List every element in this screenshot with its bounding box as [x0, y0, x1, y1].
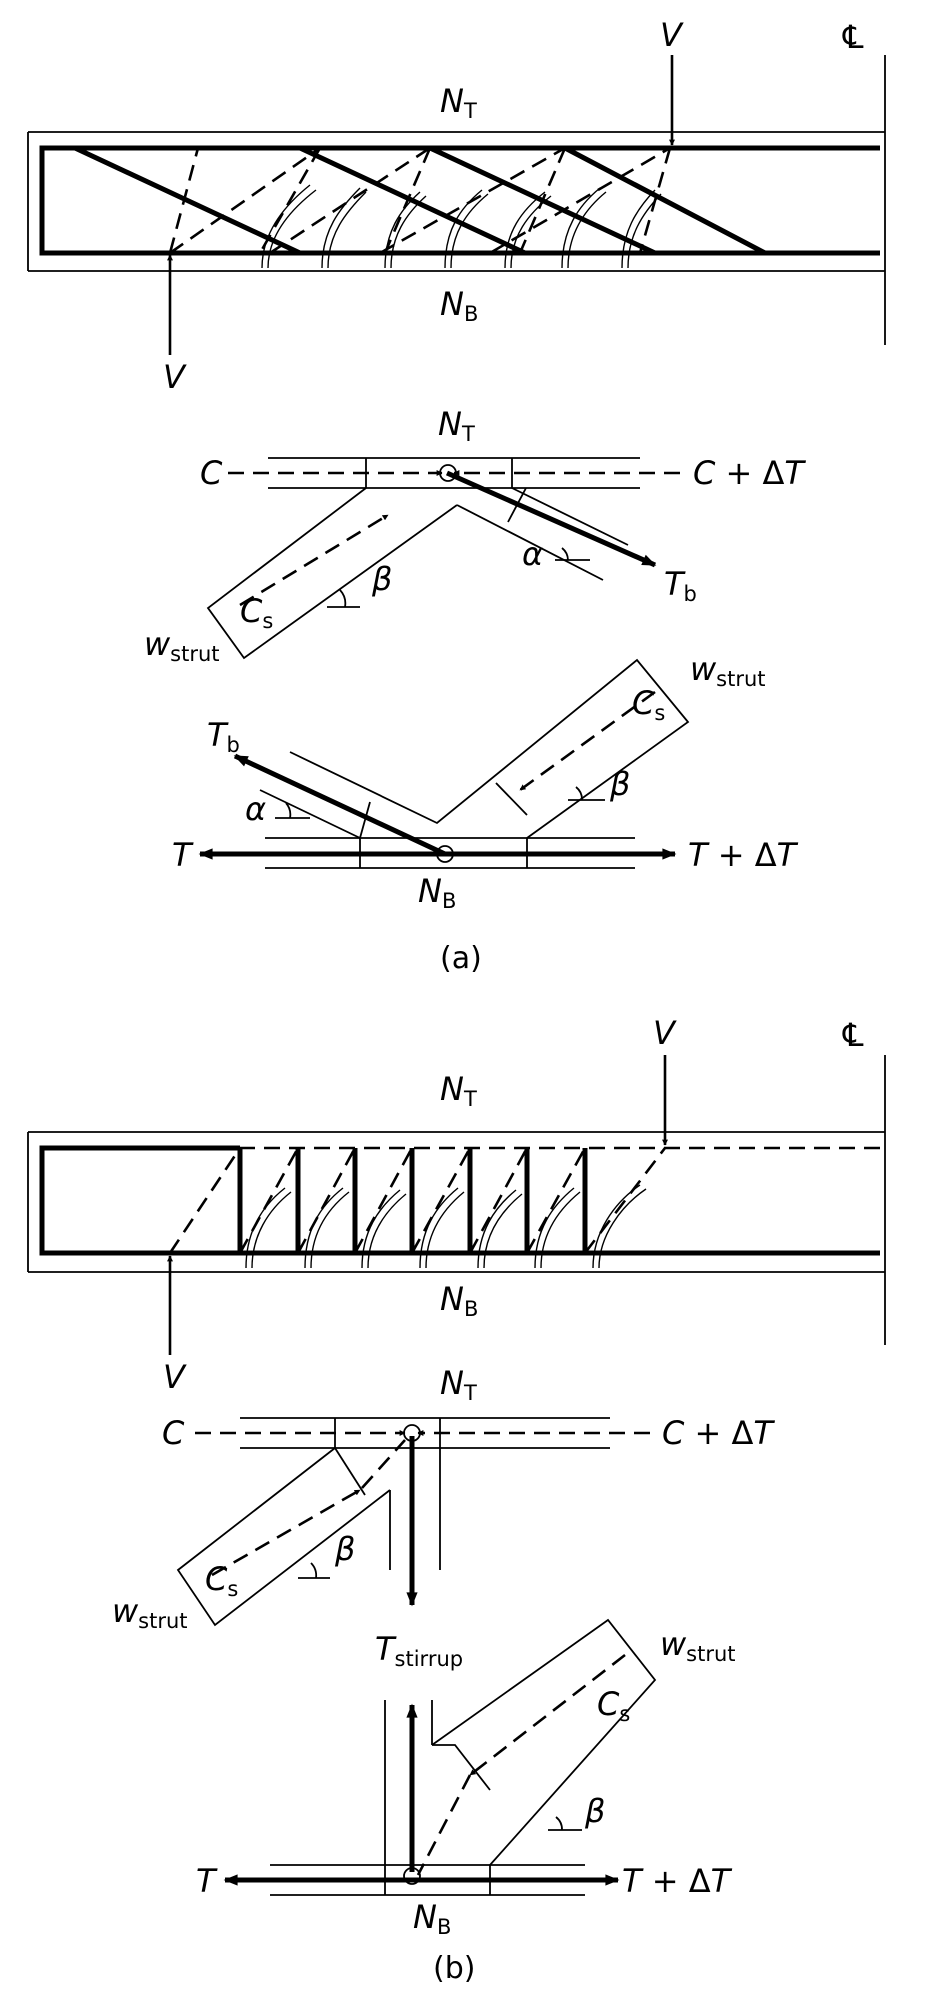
label-C-top-a: C — [200, 454, 223, 492]
bottom-node-b: T T + ΔT NB Cs β wstrut — [196, 1618, 736, 1939]
reaction-label-b: V — [163, 1358, 187, 1396]
label-NT-detail-b: NT — [440, 1364, 477, 1405]
label-T-plus-dT-a: T + ΔT — [688, 836, 799, 874]
label-T-bottom-a: T — [172, 836, 194, 874]
label-Cs-bottom-a: Cs — [632, 684, 665, 725]
caption-b: (b) — [433, 1951, 475, 1986]
label-Tb-bottom-a: Tb — [207, 716, 240, 757]
node-label-bottom-b: NB — [440, 1280, 478, 1321]
node-label-top-a: NT — [440, 82, 477, 123]
cracks-a — [261, 184, 662, 269]
label-wstrut-top-a: wstrut — [144, 625, 220, 666]
label-Tb-top-a: Tb — [664, 565, 697, 606]
bottom-node-a: T T + ΔT NB Tb Cs α β wstrut — [172, 650, 799, 913]
label-T-bottom-b: T — [196, 1862, 218, 1900]
label-alpha-top-a: α — [522, 535, 543, 573]
label-T-stirrup: Tstirrup — [375, 1630, 463, 1671]
panel-a: V V ℄ NT NB C C + ΔT — [27, 16, 886, 976]
centerline-symbol-a: ℄ — [842, 18, 864, 56]
label-T-plus-dT-b: T + ΔT — [622, 1862, 733, 1900]
label-NB-detail-b: NB — [413, 1898, 451, 1939]
label-Cs-top-a: Cs — [240, 592, 273, 633]
panel-b: V V ℄ NT NB C C + ΔT — [27, 1014, 886, 1986]
label-C-plus-dT-a: C + ΔT — [693, 454, 806, 492]
label-C-plus-dT-b: C + ΔT — [662, 1414, 775, 1452]
beam-a: V V ℄ NT NB — [27, 16, 886, 396]
label-wstrut-bottom-a: wstrut — [690, 650, 766, 691]
top-node-b: C C + ΔT NT Cs β wstrut Tstirrup — [112, 1364, 775, 1671]
label-Cs-bottom-b: Cs — [597, 1685, 630, 1726]
label-C-top-b: C — [162, 1414, 185, 1452]
label-NB-detail-a: NB — [418, 872, 456, 913]
load-label-top-a: V — [660, 16, 684, 54]
label-wstrut-bottom-b: wstrut — [660, 1625, 736, 1666]
caption-a: (a) — [440, 941, 482, 976]
beam-b: V V ℄ NT NB — [27, 1014, 886, 1396]
top-node-a: C C + ΔT NT Tb Cs β α wstrut — [144, 405, 806, 666]
label-alpha-bottom-a: α — [245, 790, 266, 828]
label-beta-top-b: β — [334, 1530, 355, 1568]
reaction-label-a: V — [163, 358, 187, 396]
label-beta-bottom-b: β — [584, 1792, 605, 1830]
label-Cs-top-b: Cs — [205, 1560, 238, 1601]
node-label-top-b: NT — [440, 1070, 477, 1111]
label-NT-detail-a: NT — [438, 405, 475, 446]
centerline-symbol-b: ℄ — [842, 1016, 864, 1054]
load-label-top-b: V — [653, 1014, 677, 1052]
label-beta-top-a: β — [371, 560, 392, 598]
cracks-b — [245, 1184, 647, 1269]
label-beta-bottom-a: β — [609, 765, 630, 803]
node-label-bottom-a: NB — [440, 285, 478, 326]
label-wstrut-top-b: wstrut — [112, 1592, 188, 1633]
